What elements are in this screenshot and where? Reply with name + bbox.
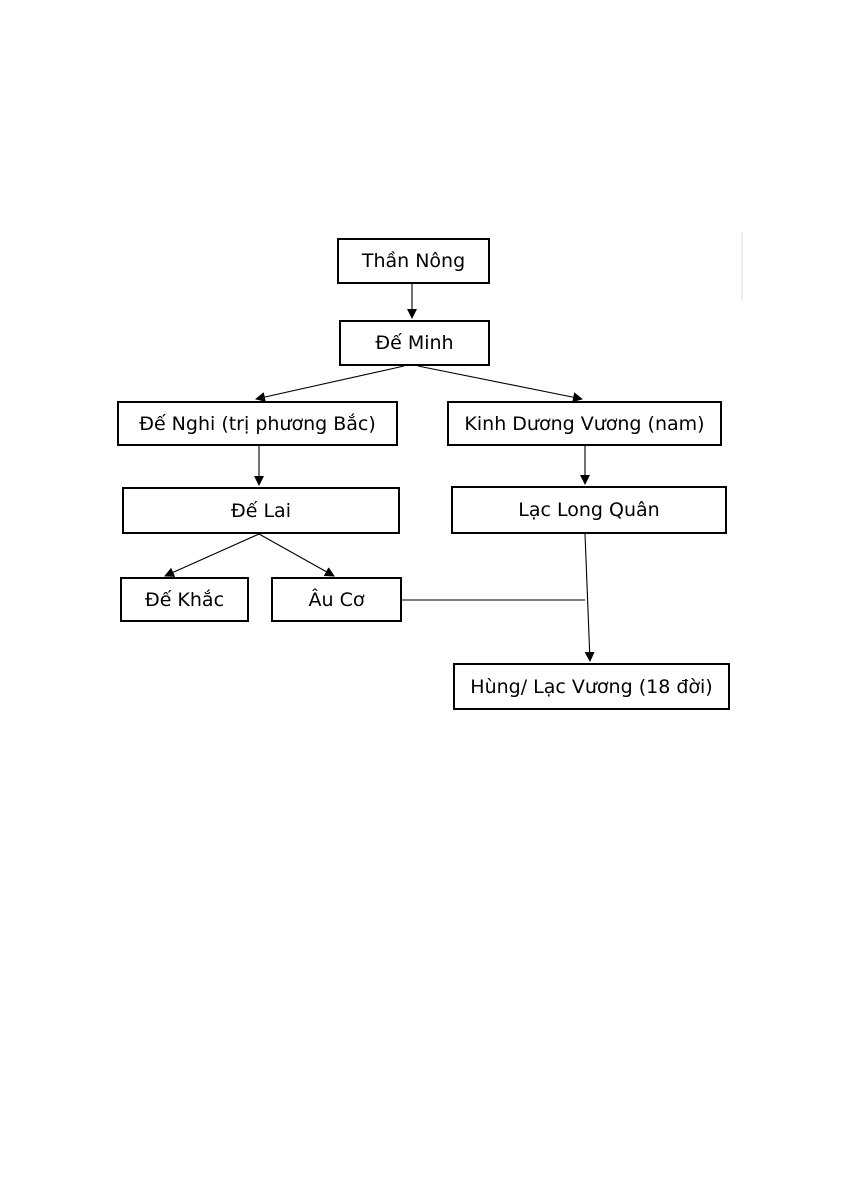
node-de-khac-label: Đế Khắc xyxy=(145,589,224,611)
node-de-lai: Đế Lai xyxy=(122,487,400,534)
node-lac-long-quan: Lạc Long Quân xyxy=(451,486,727,534)
node-de-lai-label: Đế Lai xyxy=(231,500,291,522)
node-de-nghi: Đế Nghi (trị phương Bắc) xyxy=(117,401,398,446)
node-than-nong-label: Thần Nông xyxy=(362,250,465,272)
node-hung-vuong: Hùng/ Lạc Vương (18 đời) xyxy=(453,663,730,710)
connector-lac-long-quan-to-hung-vuong xyxy=(585,534,590,661)
node-au-co: Âu Cơ xyxy=(271,577,402,622)
node-lac-long-quan-label: Lạc Long Quân xyxy=(518,499,659,521)
connector-de-minh-to-kinh-duong-vuong xyxy=(418,366,582,399)
node-hung-vuong-label: Hùng/ Lạc Vương (18 đời) xyxy=(470,676,712,698)
node-de-nghi-label: Đế Nghi (trị phương Bắc) xyxy=(139,413,376,435)
node-kinh-duong-vuong: Kinh Dương Vương (nam) xyxy=(447,401,722,446)
node-de-khac: Đế Khắc xyxy=(120,577,249,622)
connector-de-lai-to-de-khac xyxy=(165,534,259,576)
node-de-minh-label: Đế Minh xyxy=(375,332,453,354)
connector-de-lai-to-au-co xyxy=(259,534,334,576)
node-de-minh: Đế Minh xyxy=(339,320,490,366)
node-au-co-label: Âu Cơ xyxy=(309,589,365,611)
node-kinh-duong-vuong-label: Kinh Dương Vương (nam) xyxy=(464,413,704,435)
connector-de-minh-to-de-nghi xyxy=(256,366,404,399)
node-than-nong: Thần Nông xyxy=(337,238,490,284)
